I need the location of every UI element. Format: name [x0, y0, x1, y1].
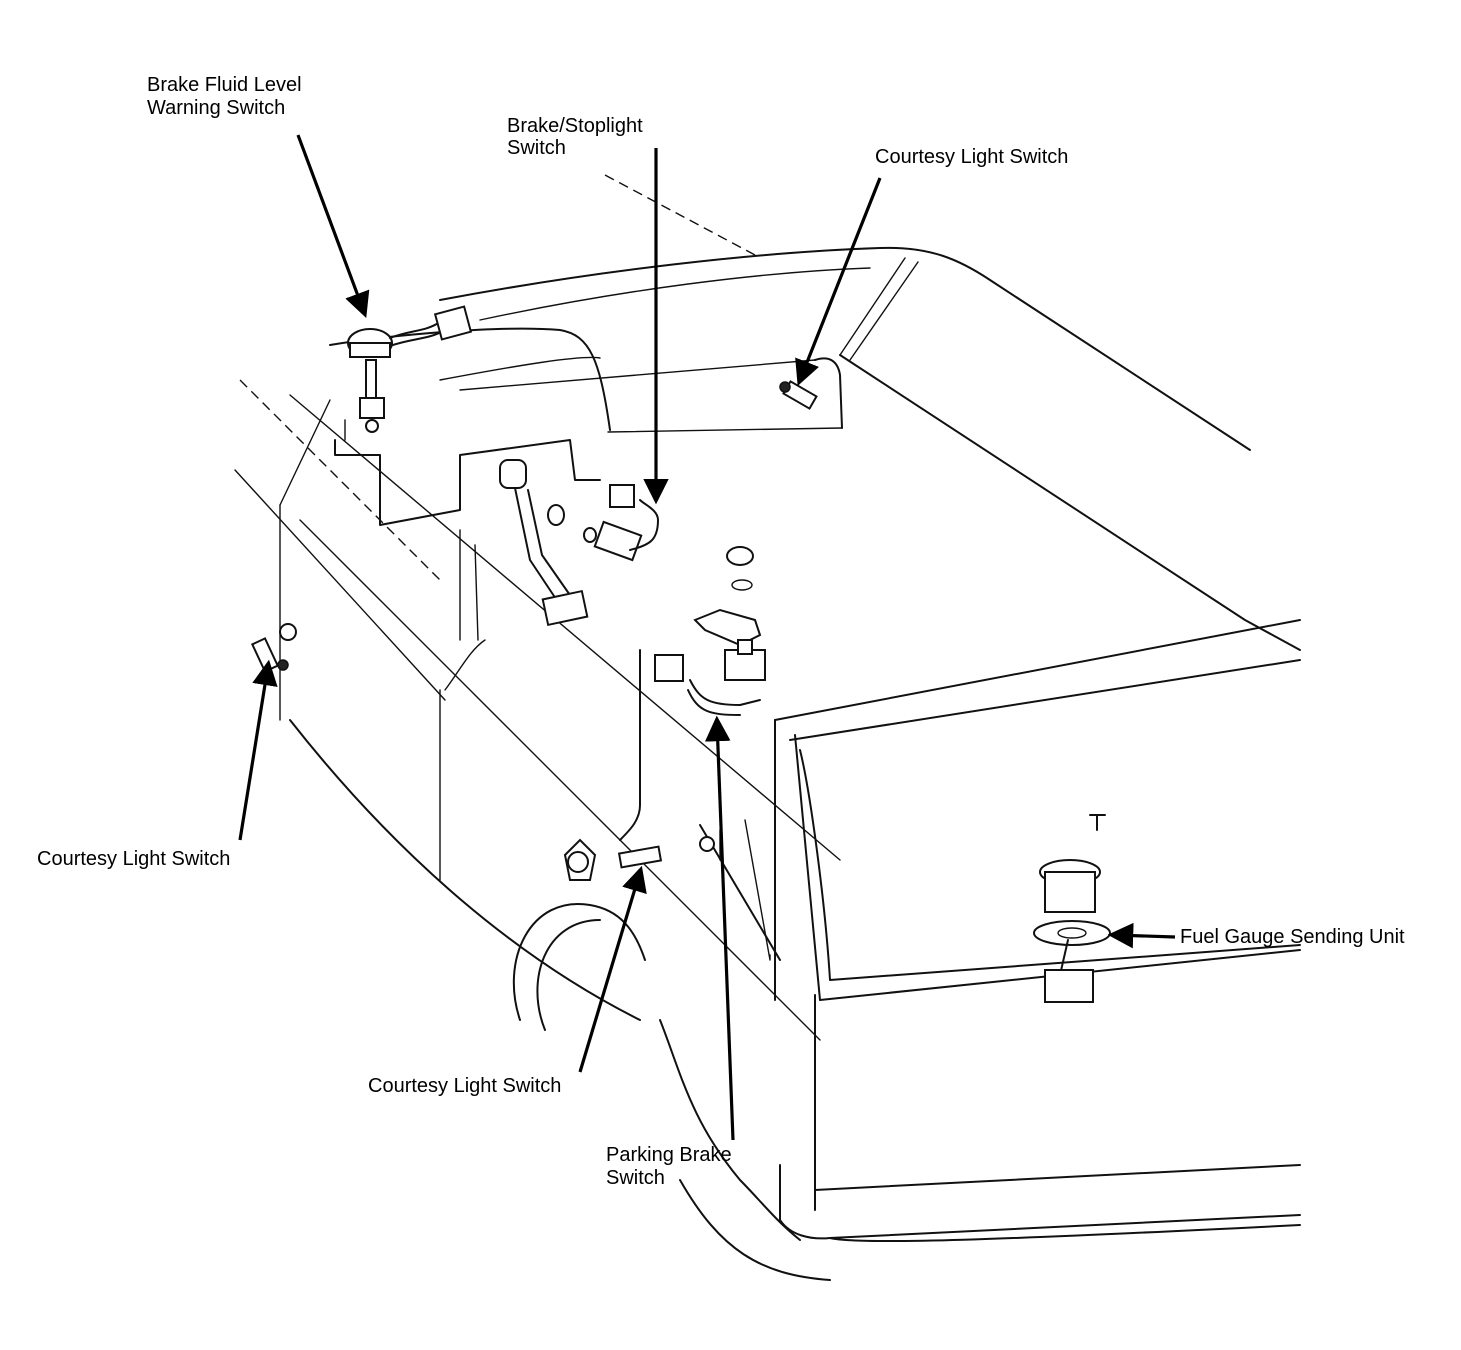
arrow-brake-fluid — [296, 134, 370, 318]
label-stoplight-line2: Switch — [507, 137, 566, 159]
arrow-parking-brake — [704, 715, 735, 1141]
arrow-courtesy-top-right — [795, 177, 882, 386]
courtesy-switch-bottom-drawing — [563, 836, 715, 881]
label-brake-fluid-line1: Brake Fluid Level — [147, 74, 302, 96]
brake-pedal-drawing — [499, 459, 659, 627]
courtesy-switch-right-drawing — [779, 380, 818, 410]
label-parking-brake-line2: Switch — [606, 1167, 665, 1189]
label-courtesy-left: Courtesy Light Switch — [37, 848, 230, 870]
parking-brake-switch-drawing — [654, 546, 766, 716]
label-fuel-gauge: Fuel Gauge Sending Unit — [1180, 926, 1405, 948]
label-courtesy-top-right: Courtesy Light Switch — [875, 146, 1068, 168]
fuel-sending-unit-drawing — [1033, 814, 1111, 1003]
callout-arrows — [238, 134, 1176, 1141]
arrow-fuel-gauge — [1107, 922, 1176, 949]
label-parking-brake-line1: Parking Brake — [606, 1144, 732, 1166]
label-courtesy-bottom: Courtesy Light Switch — [368, 1075, 561, 1097]
brake-fluid-switch-drawing — [347, 305, 473, 433]
vehicle-body-outline — [234, 174, 1301, 1281]
label-stoplight-line1: Brake/Stoplight — [507, 115, 643, 137]
callout-labels: Brake Fluid Level Warning Switch Brake/S… — [37, 74, 1405, 1189]
label-brake-fluid-line2: Warning Switch — [147, 97, 285, 119]
arrow-courtesy-bottom — [578, 865, 647, 1073]
courtesy-switch-left-drawing — [250, 623, 297, 673]
arrow-courtesy-left — [238, 659, 278, 841]
